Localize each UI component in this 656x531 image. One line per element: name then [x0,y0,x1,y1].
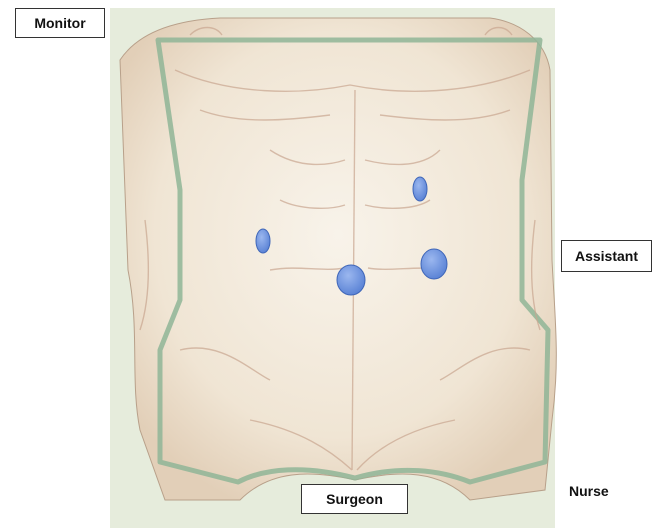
port-left [256,229,270,253]
monitor-label: Monitor [15,8,105,38]
port-upper-right [413,177,427,201]
assistant-label: Assistant [561,240,652,272]
port-umbilical [337,265,365,295]
torso-outline [120,18,556,500]
port-right [421,249,447,279]
nurse-label: Nurse [569,483,609,499]
surgeon-label: Surgeon [301,484,408,514]
